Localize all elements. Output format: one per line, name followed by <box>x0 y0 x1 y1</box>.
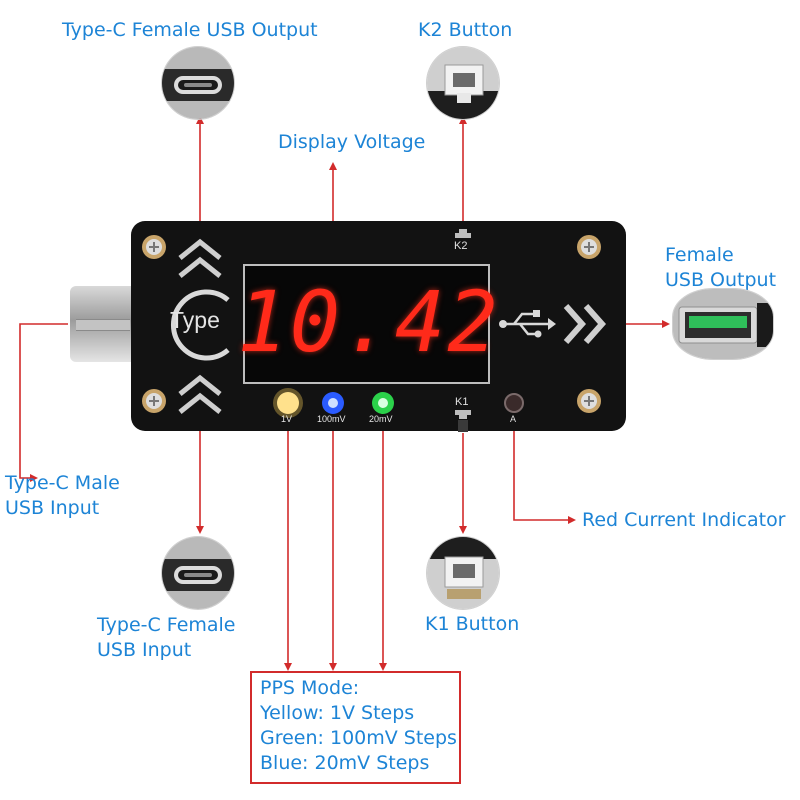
led-label-100mv: 100mV <box>317 414 346 424</box>
pps-mode-line: Blue: 20mV Steps <box>260 752 430 774</box>
typec-female-output-photo <box>162 47 234 119</box>
typec-male-input-label-line1: Type-C Male <box>5 472 120 494</box>
k1-button-photo <box>427 537 499 609</box>
pps-mode-line: Yellow: 1V Steps <box>260 702 415 724</box>
screw-icon <box>142 235 166 259</box>
k2-button-photo <box>427 47 499 119</box>
led-label-20mv: 20mV <box>369 414 393 424</box>
k1-button-label: K1 Button <box>425 613 520 635</box>
typec-logo-text: Type <box>170 307 220 333</box>
chevron-up-icon <box>178 238 222 278</box>
typec-female-input-label-line1: Type-C Female <box>97 614 236 636</box>
red-current-indicator-label: Red Current Indicator <box>582 509 786 531</box>
typec-logo-icon <box>170 289 230 361</box>
display-voltage-label: Display Voltage <box>278 131 426 153</box>
voltage-display: 10.42 <box>237 273 500 371</box>
typec-female-input-label-line2: USB Input <box>97 639 192 661</box>
pps-mode-title: PPS Mode: <box>260 677 360 699</box>
pps-mode-line: Green: 100mV Steps <box>260 727 457 749</box>
typec-female-input-photo <box>162 537 234 609</box>
screw-icon <box>577 235 601 259</box>
k2-mark: K2 <box>454 240 468 252</box>
typec-male-input-label-line2: USB Input <box>5 497 100 519</box>
wire-current-indicator <box>513 416 576 524</box>
display-frame <box>243 264 490 384</box>
screw-icon <box>142 389 166 413</box>
k1-mark: K1 <box>455 396 469 408</box>
pps-mode-box: PPS Mode: Yellow: 1V Steps Green: 100mV … <box>250 671 461 784</box>
led-label-1v: 1V <box>281 414 293 424</box>
usb-icon <box>499 310 556 338</box>
chevron-up-icon <box>178 374 222 414</box>
female-usb-output-label-line1: Female <box>665 244 734 266</box>
female-usb-output-label-line2: USB Output <box>665 269 777 291</box>
typec-male-plug <box>70 286 136 362</box>
led-yellow <box>277 392 299 414</box>
typec-female-output-label: Type-C Female USB Output <box>62 19 318 41</box>
current-indicator-led <box>504 393 524 413</box>
female-usb-output-photo <box>673 289 773 359</box>
wire-male-input <box>19 323 68 482</box>
current-led-mark: A <box>510 414 517 424</box>
chevron-right-icon <box>563 304 607 344</box>
screw-icon <box>577 389 601 413</box>
k2-button-label: K2 Button <box>418 19 513 41</box>
